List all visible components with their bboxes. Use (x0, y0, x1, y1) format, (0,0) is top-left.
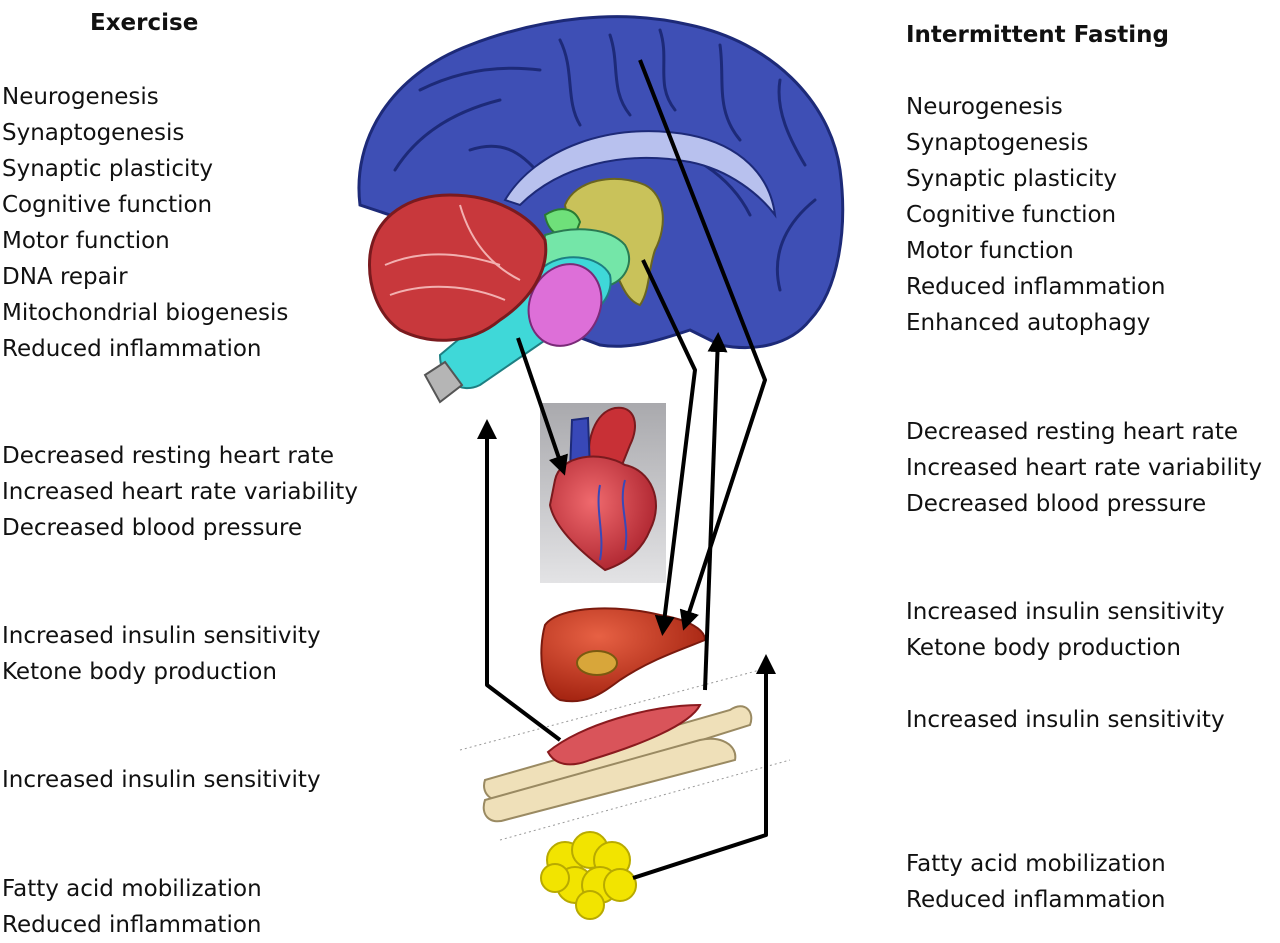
bone (483, 705, 753, 803)
effect-line: Increased insulin sensitivity (2, 767, 321, 793)
muscle (546, 703, 702, 766)
effect-line: Ketone body production (906, 635, 1181, 661)
fasting-heart-effects: Decreased resting heart rate Increased h… (906, 414, 1262, 522)
effect-line: Synaptogenesis (2, 120, 185, 146)
effect-line: Mitochondrial biogenesis (2, 300, 289, 326)
effect-line: Synaptogenesis (906, 130, 1089, 156)
effect-line: DNA repair (2, 264, 128, 290)
effect-line: Synaptic plasticity (906, 166, 1117, 192)
bone (482, 737, 737, 823)
liver (540, 607, 707, 703)
exercise-muscle-effects: Increased insulin sensitivity (2, 762, 321, 798)
effect-line: Cognitive function (906, 202, 1117, 228)
fat-cell (575, 890, 605, 920)
corpus-callosum (503, 130, 777, 219)
fasting-liver-effects: Increased insulin sensitivity Ketone bod… (906, 594, 1225, 666)
coronary-vessels (597, 479, 628, 561)
effect-line: Decreased resting heart rate (906, 419, 1239, 445)
effect-line: Neurogenesis (906, 94, 1063, 120)
effect-line: Reduced inflammation (906, 274, 1166, 300)
fat-cell (540, 863, 570, 893)
arrow-liver-to-brain (703, 332, 728, 691)
arrow-fat-to-muscle (632, 654, 776, 880)
effect-line: Neurogenesis (2, 84, 159, 110)
effect-line: Fatty acid mobilization (2, 876, 262, 902)
effect-line: Reduced inflammation (906, 887, 1166, 913)
effect-line: Decreased blood pressure (906, 491, 1207, 517)
heart-illustration (540, 403, 666, 583)
exercise-liver-effects: Increased insulin sensitivity Ketone bod… (2, 618, 321, 690)
arrow-muscle-to-brain (477, 419, 562, 742)
fat-illustration (540, 831, 637, 920)
effect-line: Ketone body production (2, 659, 277, 685)
arrow-brain-to-heart (516, 337, 568, 476)
arrow-brain-to-liver (641, 259, 697, 636)
effect-line: Enhanced autophagy (906, 310, 1151, 336)
effect-line: Increased insulin sensitivity (906, 707, 1225, 733)
arrows (477, 59, 776, 880)
gallbladder (576, 650, 618, 676)
effect-line: Decreased resting heart rate (2, 443, 335, 469)
exercise-brain-effects: Neurogenesis Synaptogenesis Synaptic pla… (2, 79, 288, 367)
effect-line: Increased heart rate variability (2, 479, 358, 505)
exercise-heart-effects: Decreased resting heart rate Increased h… (2, 438, 358, 546)
liver-illustration (540, 607, 707, 703)
cerebellum-folia (384, 204, 521, 301)
guide-line (499, 759, 791, 841)
effect-line: Cognitive function (2, 192, 213, 218)
effect-line: Motor function (2, 228, 170, 254)
exercise-title: Exercise (90, 10, 199, 36)
muscle-illustration (459, 669, 791, 841)
guide-line (459, 669, 761, 751)
effect-line: Decreased blood pressure (2, 515, 303, 541)
pons (527, 263, 603, 347)
fasting-title: Intermittent Fasting (906, 22, 1169, 48)
effect-line: Increased heart rate variability (906, 455, 1262, 481)
fasting-brain-effects: Neurogenesis Synaptogenesis Synaptic pla… (906, 89, 1166, 341)
heart (548, 455, 657, 572)
cerebellum (368, 193, 548, 342)
effect-line: Motor function (906, 238, 1074, 264)
spinal-cord (423, 360, 464, 404)
effect-line: Synaptic plasticity (2, 156, 213, 182)
effect-line: Increased insulin sensitivity (906, 599, 1225, 625)
fasting-muscle-effects: Increased insulin sensitivity (906, 702, 1225, 738)
fat-cell (603, 868, 637, 902)
brain-illustration (357, 15, 845, 404)
effect-line: Increased insulin sensitivity (2, 623, 321, 649)
effect-line: Reduced inflammation (2, 912, 262, 938)
effect-line: Reduced inflammation (2, 336, 262, 362)
exercise-fat-effects: Fatty acid mobilization Reduced inflamma… (2, 871, 262, 943)
effect-line: Fatty acid mobilization (906, 851, 1166, 877)
fasting-fat-effects: Fatty acid mobilization Reduced inflamma… (906, 846, 1166, 918)
